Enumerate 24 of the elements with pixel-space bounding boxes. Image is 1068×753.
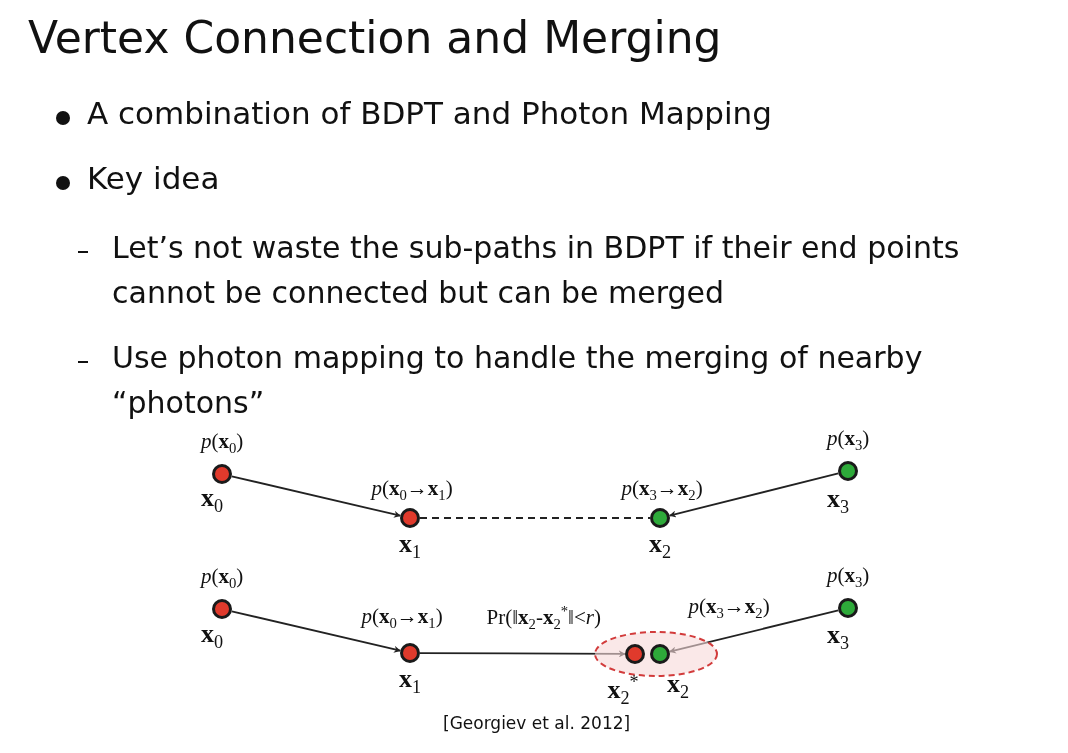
arrow [419, 650, 626, 658]
vertex-label: x$_{2}$ [667, 671, 690, 702]
vertex-label: x$_{3}$ [827, 622, 850, 653]
vertex-label: x$_{0}$ [201, 621, 224, 652]
vertex-label: x$_{1}$ [399, 666, 422, 697]
vertex-label: x$_{0}$ [201, 485, 224, 516]
bullet-text: Use photon mapping to handle the merging of nearby “photons” [112, 339, 924, 422]
dashed-line [419, 517, 651, 519]
bullet-text: A combination of BDPT and Photon Mapping [87, 95, 772, 131]
vertex-label: x$_{1}$ [399, 531, 422, 562]
arrow [230, 475, 402, 518]
citation: [Georgiev et al. 2012] [443, 713, 631, 733]
vertex-label: x$_{3}$ [827, 486, 850, 517]
bullet-text: Let’s not waste the sub-paths in BDPT if their end points cannot be connected but can be merged [112, 229, 961, 312]
slide-title: Vertex Connection and Merging [28, 12, 722, 63]
arrow [668, 472, 840, 518]
probability-label: p(x$_{0}$) [201, 430, 244, 456]
bullet-text: Key idea [87, 160, 220, 196]
probability-label: p(x$_{0}$) [201, 565, 244, 591]
vertex-label: x$_{2}$ [649, 531, 672, 562]
probability-label: p(x$_{3}$) [827, 427, 870, 453]
arrow [668, 609, 840, 654]
probability-label: p(x$_{3}$) [827, 564, 870, 590]
arrow [230, 610, 402, 653]
